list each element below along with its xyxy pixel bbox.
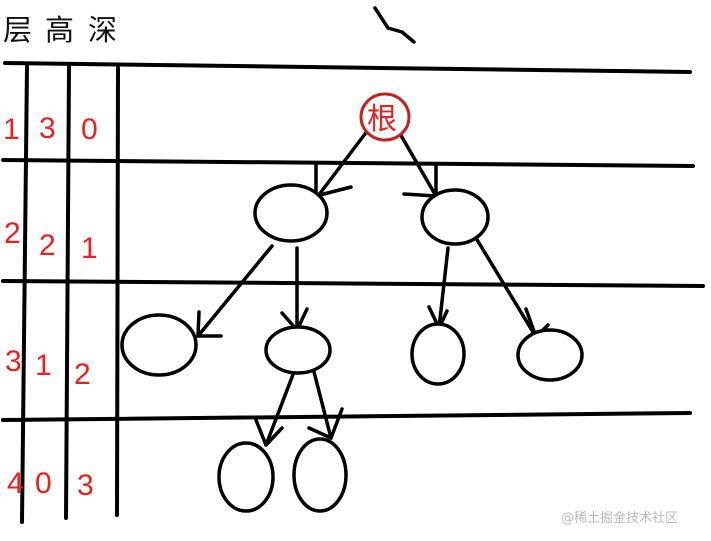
level-3-node-1 [120,313,198,377]
row-2-depth: 1 [81,232,98,265]
row-1-depth: 0 [81,113,98,146]
root-node-label: 根 [367,102,397,137]
tree-nodes: 根 [120,92,584,513]
row-1-height: 3 [39,112,56,145]
root-node [359,92,411,142]
column-divider-2 [64,65,71,520]
row-3-layer: 3 [5,345,22,378]
watermark: @稀土掘金技术社区 [561,510,678,526]
header-height: 高 [45,13,74,47]
tree-edges [196,128,550,447]
level-3-node-2 [264,325,332,375]
arrow-lr-gl [254,418,284,447]
header-depth: 深 [88,13,117,47]
edge-left-ll [196,244,274,338]
row-1-layer: 1 [3,113,20,146]
row-4-height: 0 [35,467,52,500]
row-2-layer: 2 [4,217,21,250]
row-4-layer: 4 [7,467,24,500]
edge-right-rr [474,236,538,339]
row-3-depth: 2 [74,358,91,391]
level-line-3 [1,411,692,422]
edge-root-right [397,130,438,198]
column-divider-1 [20,64,29,524]
row-2-height: 2 [39,229,56,262]
arrow-left-ll [196,310,223,338]
scribble-mark [373,6,416,44]
level-2-node-left [253,183,329,243]
column-divider-3 [115,66,120,517]
level-3-node-4 [516,328,584,382]
row-4-depth: 3 [77,469,94,502]
level-line-top [3,61,692,74]
edge-lr-gr [311,366,333,440]
level-line-2 [1,279,705,288]
level-2-node-right [420,188,490,246]
row-3-height: 1 [35,349,52,382]
level-4-node-1 [217,441,275,513]
level-4-node-2 [292,437,348,513]
arrow-lr-gr [307,407,344,440]
edge-root-left [316,128,370,198]
level-3-node-3 [410,322,466,386]
level-line-1 [1,158,695,168]
header-layer: 层 [3,13,32,47]
edge-right-rl [437,246,450,330]
edge-lr-gl [264,370,296,447]
